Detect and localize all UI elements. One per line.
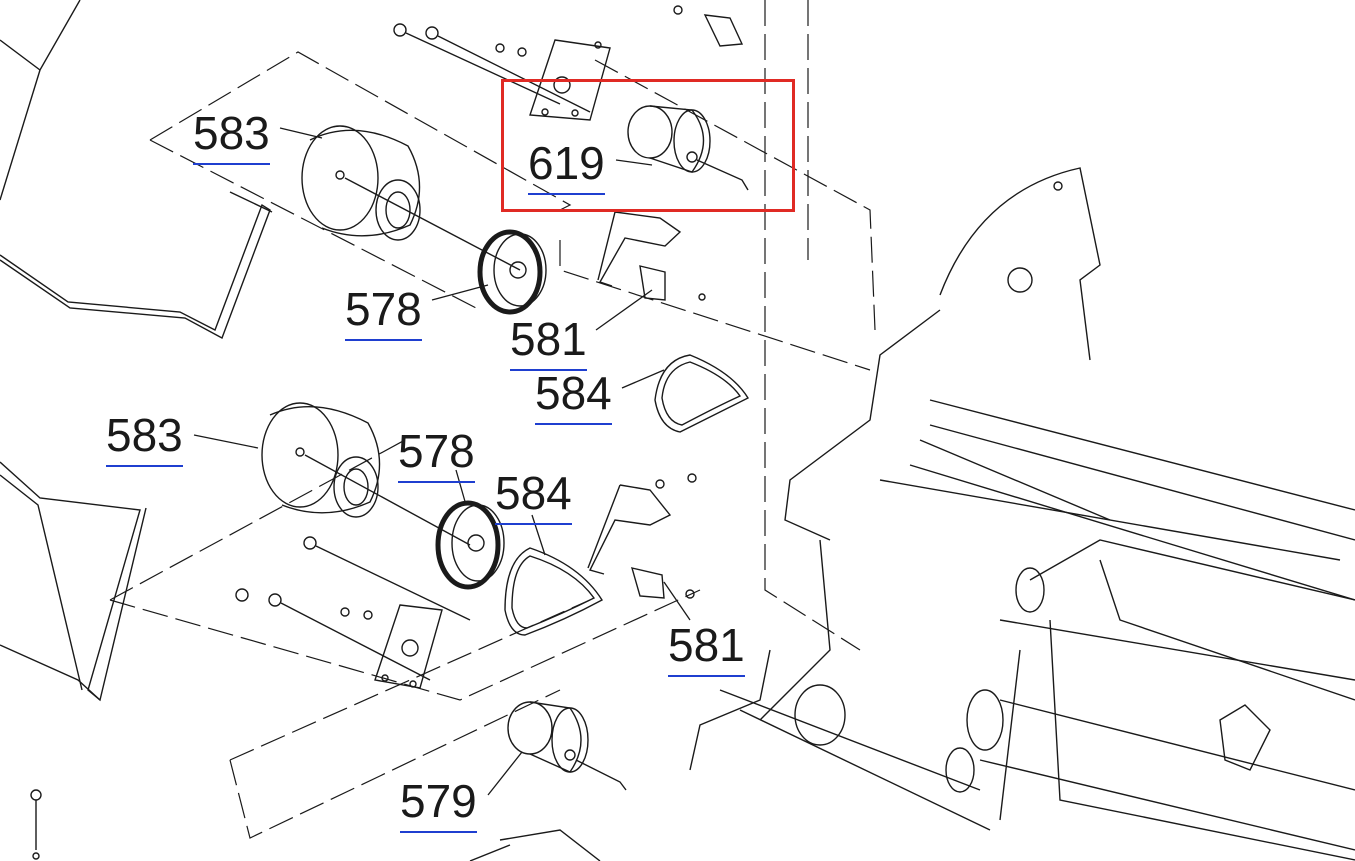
callout-578-bottom[interactable]: 578 <box>398 425 475 483</box>
callout-label: 579 <box>400 775 477 827</box>
callout-underline <box>668 675 745 677</box>
motor-top <box>627 105 749 191</box>
leader-lines <box>193 127 691 796</box>
pulley-cover-bottom <box>261 402 471 546</box>
callout-underline <box>528 193 605 195</box>
callout-label: 581 <box>510 313 587 365</box>
callout-label: 584 <box>495 467 572 519</box>
belt-bottom <box>504 547 603 636</box>
sensor-bracket-bottom <box>587 484 672 599</box>
callout-label: 581 <box>668 619 745 671</box>
callout-underline <box>193 163 270 165</box>
callout-label: 619 <box>528 137 605 189</box>
callout-underline <box>400 831 477 833</box>
callout-underline <box>345 339 422 341</box>
callout-578-top[interactable]: 578 <box>345 283 422 341</box>
motor-bottom <box>507 701 627 791</box>
callout-581-bottom[interactable]: 581 <box>668 619 745 677</box>
callout-label: 583 <box>106 409 183 461</box>
callout-underline <box>510 369 587 371</box>
callout-584-top[interactable]: 584 <box>535 367 612 425</box>
callout-underline <box>495 523 572 525</box>
callout-label: 584 <box>535 367 612 419</box>
callout-underline <box>106 465 183 467</box>
paper-guide-top <box>0 0 273 339</box>
callout-581-top[interactable]: 581 <box>510 313 587 371</box>
paper-guide-bottom <box>0 461 147 702</box>
printer-frame <box>469 167 1355 861</box>
callout-583-top[interactable]: 583 <box>193 107 270 165</box>
callout-label: 578 <box>398 425 475 477</box>
callout-label: 578 <box>345 283 422 335</box>
screws <box>30 5 706 860</box>
motor-bracket-top <box>529 14 744 121</box>
callout-619[interactable]: 619 <box>528 137 605 195</box>
callout-583-bottom[interactable]: 583 <box>106 409 183 467</box>
callout-label: 583 <box>193 107 270 159</box>
motor-bracket-bottom <box>374 604 443 689</box>
callout-579[interactable]: 579 <box>400 775 477 833</box>
sensor-bracket-top <box>597 211 682 301</box>
callout-underline <box>535 423 612 425</box>
pulley-top <box>477 229 547 315</box>
callout-584-bottom[interactable]: 584 <box>495 467 572 525</box>
pulley-bottom <box>435 500 505 590</box>
callout-underline <box>398 481 475 483</box>
belt-top <box>654 354 749 433</box>
pulley-cover-top <box>301 125 521 271</box>
